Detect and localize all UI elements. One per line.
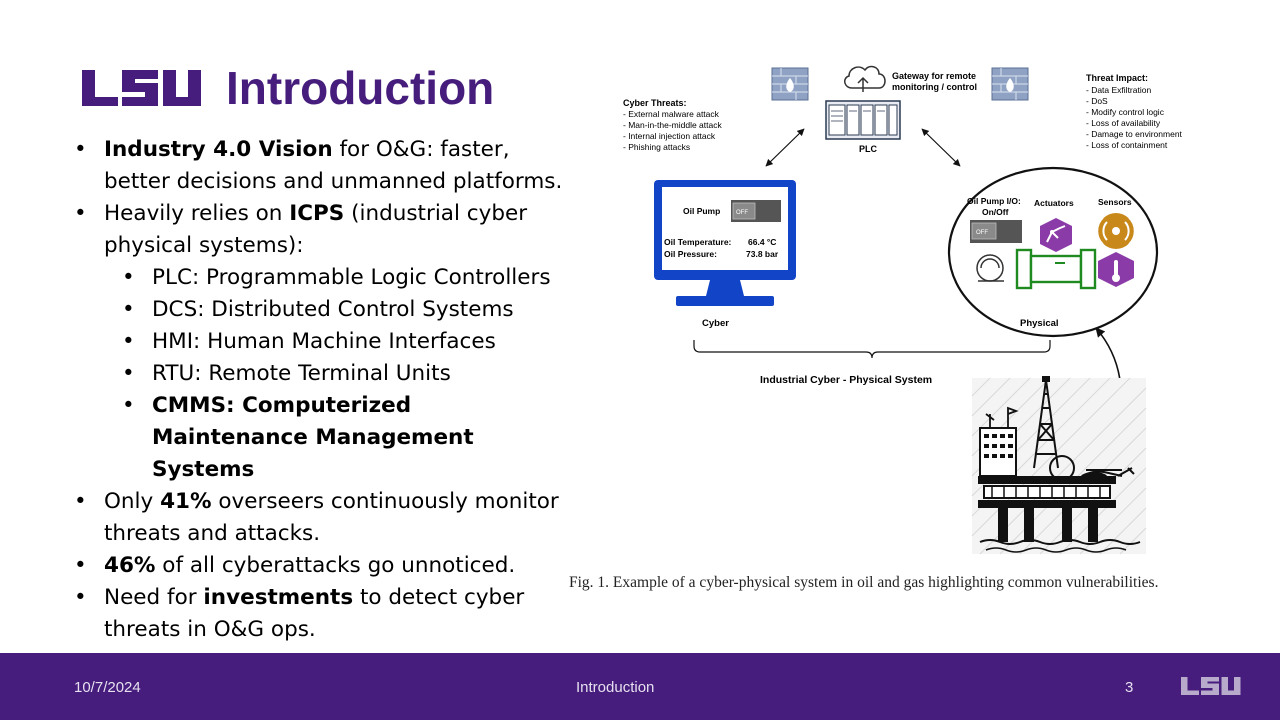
bullet-list: Industry 4.0 Vision for O&G: faster, bet… xyxy=(72,134,572,646)
figure-caption: Fig. 1. Example of a cyber-physical syst… xyxy=(569,574,1159,591)
slide-header: Introduction xyxy=(80,60,494,116)
bullet-text-bold: 46% xyxy=(104,553,156,578)
threat-impact-item: - Loss of containment xyxy=(1086,140,1168,150)
bullet-text: (industrial cyber physical systems): xyxy=(104,201,528,258)
actuator-icon xyxy=(1040,218,1072,252)
cyber-label: Cyber xyxy=(702,318,729,329)
footer-lsu-logo xyxy=(1181,677,1241,695)
bullet-text: for O&G: faster, better decisions and un… xyxy=(104,137,563,194)
arrow-plc-cyber xyxy=(765,128,805,167)
hmi-pressure-label: Oil Pressure: xyxy=(664,249,717,259)
firewall-icon-left xyxy=(771,67,809,101)
cyber-threats-title: Cyber Threats: xyxy=(623,98,687,108)
cloud-icon xyxy=(844,65,886,92)
cps-diagram: Gateway for remote monitoring / control … xyxy=(623,65,1183,555)
bullet-text: Only xyxy=(104,489,161,514)
bullet-item: Heavily relies on ICPS (industrial cyber… xyxy=(72,198,572,262)
bullet-text: of all cyberattacks go unnoticed. xyxy=(155,553,516,578)
bullet-item: Only 41% overseers continuously monitor … xyxy=(72,486,572,550)
hmi-oil-pump-label: Oil Pump xyxy=(683,206,720,216)
bullet-text: Need for xyxy=(104,585,204,610)
bullet-text-bold: investments xyxy=(203,585,354,610)
threat-impact-item: - Loss of availability xyxy=(1086,118,1161,128)
cyber-threat-item: - Phishing attacks xyxy=(623,142,690,152)
physical-circle: Oil Pump I/O: On/Off OFF Actuators Senso… xyxy=(947,166,1159,338)
hmi-monitor: OFF Oil Pump Oil Temperature: 66.4 °C Oi… xyxy=(654,180,796,306)
bullet-item: DCS: Distributed Control Systems xyxy=(72,294,572,326)
bullet-item: RTU: Remote Terminal Units xyxy=(72,358,572,390)
footer-title: Introduction xyxy=(576,679,655,696)
io-switch-label: OFF xyxy=(976,230,988,236)
cyber-threat-item: - Internal injection attack xyxy=(623,131,716,141)
bullet-item: CMMS: Computerized Maintenance Managemen… xyxy=(72,390,572,486)
hmi-switch-label: OFF xyxy=(736,210,748,216)
hmi-temp-label: Oil Temperature: xyxy=(664,237,732,247)
physical-label: Physical xyxy=(1020,318,1059,329)
actuators-label: Actuators xyxy=(1034,198,1074,208)
page-number: 3 xyxy=(1125,679,1134,696)
threat-impact-title: Threat Impact: xyxy=(1086,73,1148,83)
io-label-1: Oil Pump I/O: xyxy=(967,196,1021,206)
footer-bar: 10/7/2024 Introduction 3 xyxy=(0,653,1280,720)
bullet-text: overseers continuously monitor threats a… xyxy=(104,489,559,546)
bullet-text: HMI: Human Machine Interfaces xyxy=(152,329,496,354)
pump-fan-icon xyxy=(976,254,1004,282)
hmi-pressure-value: 73.8 bar xyxy=(746,249,779,259)
oil-platform-icon xyxy=(971,376,1147,555)
pipe-tank-icon xyxy=(1015,248,1097,290)
cyber-threat-item: - Man-in-the-middle attack xyxy=(623,120,722,130)
firewall-icon-right xyxy=(991,67,1029,101)
cyber-threat-item: - External malware attack xyxy=(623,109,720,119)
plc-icon xyxy=(825,100,901,140)
bullet-item: HMI: Human Machine Interfaces xyxy=(72,326,572,358)
bullet-text: to detect cyber threats in O&G ops. xyxy=(104,585,525,642)
gateway-label-1: Gateway for remote xyxy=(892,71,976,81)
bullet-item: Industry 4.0 Vision for O&G: faster, bet… xyxy=(72,134,572,198)
threat-impact-item: - Data Exfiltration xyxy=(1086,85,1151,95)
hmi-temp-value: 66.4 °C xyxy=(748,237,776,247)
threat-impact-item: - Damage to environment xyxy=(1086,129,1183,139)
plc-label: PLC xyxy=(859,144,878,154)
thermometer-icon xyxy=(1098,252,1134,287)
bullet-item: 46% of all cyberattacks go unnoticed. xyxy=(72,550,572,582)
bullet-item: PLC: Programmable Logic Controllers xyxy=(72,262,572,294)
cps-figure: Gateway for remote monitoring / control … xyxy=(600,56,1200,566)
lsu-logo xyxy=(82,70,201,106)
system-label: Industrial Cyber - Physical System xyxy=(760,374,932,386)
system-brace xyxy=(693,340,1051,359)
threat-impact-item: - Modify control logic xyxy=(1086,107,1165,117)
cyber-threats-list: - External malware attack- Man-in-the-mi… xyxy=(623,109,722,152)
threat-impact-item: - DoS xyxy=(1086,96,1108,106)
bullet-text: RTU: Remote Terminal Units xyxy=(152,361,451,386)
bullet-text-bold: Industry 4.0 Vision xyxy=(104,137,333,162)
bullet-text: Heavily relies on xyxy=(104,201,290,226)
bullet-text: PLC: Programmable Logic Controllers xyxy=(152,265,551,290)
sensor-signal-icon xyxy=(1096,213,1136,249)
bullet-text-bold: 41% xyxy=(160,489,212,514)
io-label-2: On/Off xyxy=(982,207,1009,217)
bullet-item: Need for investments to detect cyber thr… xyxy=(72,582,572,646)
bullet-text: DCS: Distributed Control Systems xyxy=(152,297,514,322)
arrow-plc-physical xyxy=(921,128,961,167)
slide-title: Introduction xyxy=(226,62,495,114)
bullet-text-bold: CMMS: Computerized Maintenance Managemen… xyxy=(152,393,474,482)
bullet-text-bold: ICPS xyxy=(289,201,345,226)
threat-impact-list: - Data Exfiltration- DoS- Modify control… xyxy=(1086,85,1183,150)
gateway-label-2: monitoring / control xyxy=(892,82,977,92)
footer-date: 10/7/2024 xyxy=(74,679,141,696)
sensors-label: Sensors xyxy=(1098,197,1132,207)
